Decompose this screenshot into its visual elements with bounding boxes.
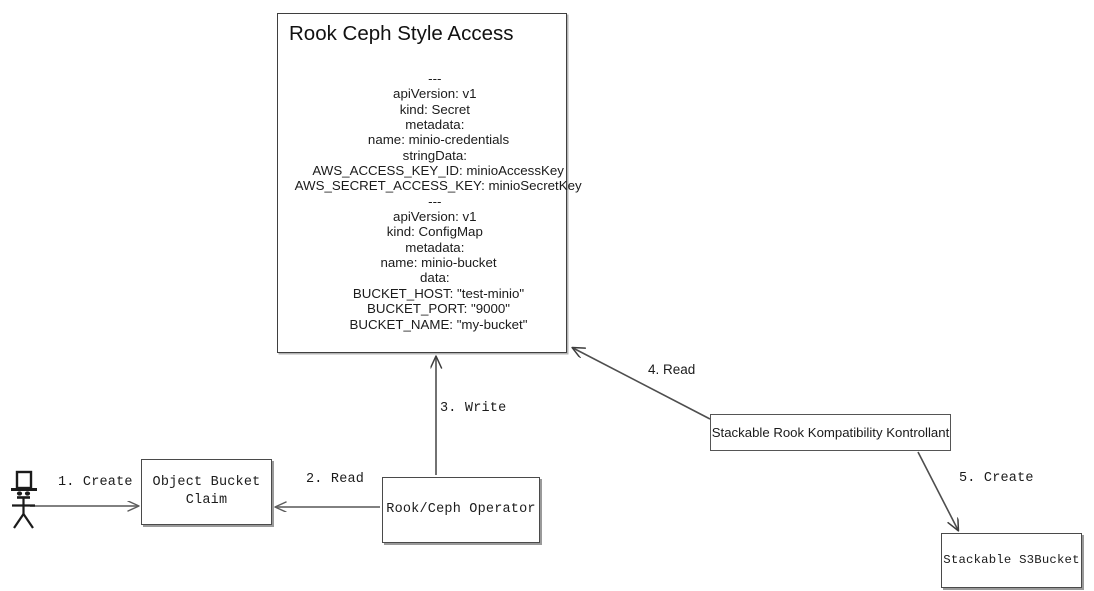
edge-label-create1: 1. Create bbox=[58, 475, 133, 490]
yaml-line: stringData: bbox=[402, 147, 467, 163]
node-label: Stackable Rook Kompatibility Kontrollant bbox=[711, 425, 950, 440]
node-label: Rook/Ceph Operator bbox=[386, 501, 536, 517]
yaml-line: data: bbox=[420, 270, 450, 286]
yaml-line: BUCKET_HOST: "test-minio" bbox=[345, 285, 525, 301]
edge-create5 bbox=[917, 451, 958, 530]
node-label: Object Bucket Claim bbox=[152, 474, 261, 508]
rook-ceph-style-access-card: Rook Ceph Style Access ---apiVersion: v1… bbox=[277, 13, 582, 353]
yaml-line: --- bbox=[428, 193, 442, 209]
edge-read4 bbox=[573, 348, 711, 420]
edge-label-read2: 2. Read bbox=[306, 472, 365, 487]
yaml-line: AWS_SECRET_ACCESS_KEY: minioSecretKey bbox=[288, 178, 582, 194]
edge-label-create5: 5. Create bbox=[959, 471, 1034, 486]
edge-label-read4: 4. Read bbox=[648, 362, 696, 377]
yaml-line: metadata: bbox=[405, 117, 465, 133]
node-stackable-rook-kompatibility-kontrollant[interactable]: Stackable Rook Kompatibility Kontrollant bbox=[710, 414, 951, 451]
yaml-line: apiVersion: v1 bbox=[393, 209, 477, 225]
yaml-line: apiVersion: v1 bbox=[393, 86, 477, 102]
yaml-line: kind: Secret bbox=[399, 101, 470, 117]
edge-label-write3: 3. Write bbox=[440, 401, 507, 416]
node-label: Stackable S3Bucket bbox=[943, 553, 1080, 568]
card-title: Rook Ceph Style Access bbox=[289, 22, 514, 45]
yaml-line: --- bbox=[428, 71, 442, 86]
yaml-line: BUCKET_NAME: "my-bucket" bbox=[342, 316, 528, 332]
yaml-line: kind: ConfigMap bbox=[386, 224, 483, 240]
yaml-line: AWS_ACCESS_KEY_ID: minioAccessKey bbox=[305, 163, 564, 179]
yaml-line: name: minio-credentials bbox=[360, 132, 510, 148]
node-stackable-s3bucket[interactable]: Stackable S3Bucket bbox=[941, 533, 1082, 588]
yaml-line: name: minio-bucket bbox=[373, 255, 497, 271]
actor-stick-figure-icon bbox=[11, 470, 37, 529]
yaml-line: metadata: bbox=[405, 239, 465, 255]
node-rook-ceph-operator[interactable]: Rook/Ceph Operator bbox=[382, 477, 540, 543]
node-object-bucket-claim[interactable]: Object Bucket Claim bbox=[141, 459, 272, 525]
yaml-line: BUCKET_PORT: "9000" bbox=[359, 301, 510, 317]
